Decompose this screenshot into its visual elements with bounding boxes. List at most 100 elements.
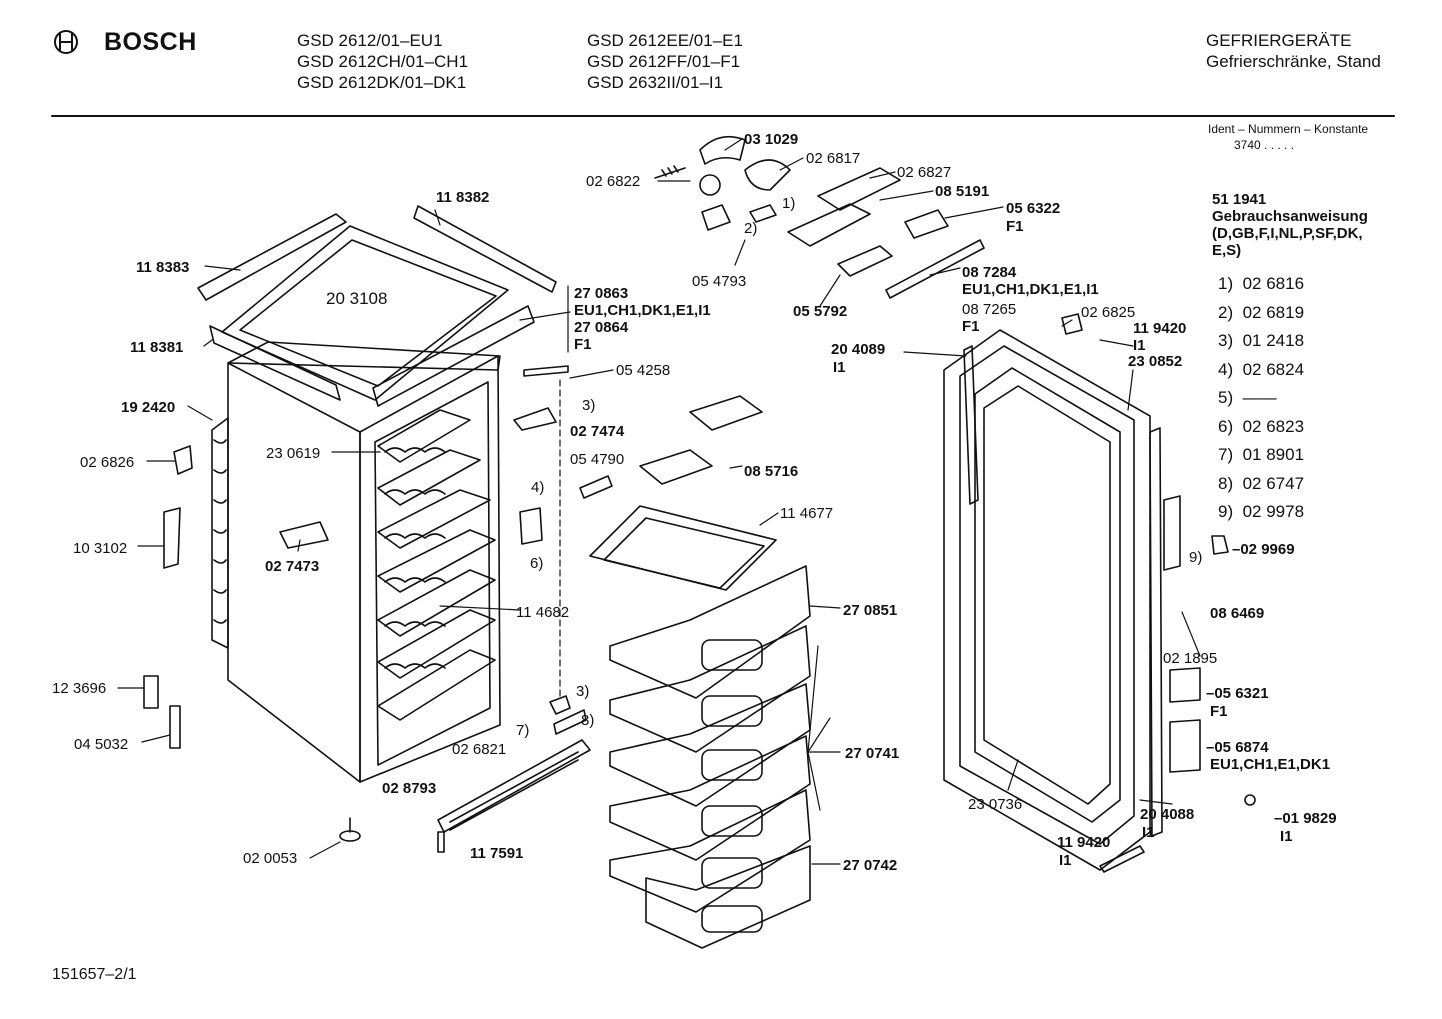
part-label: –05 6874 xyxy=(1206,739,1269,756)
part-label: 08 5191 xyxy=(935,183,990,200)
top-panel-inner xyxy=(239,239,497,387)
part-label: 11 8383 xyxy=(136,259,190,276)
part-label: 20 3108 xyxy=(326,289,388,308)
footnote-ref: 3) xyxy=(582,397,596,414)
model-1: GSD 2612/01–EU1 xyxy=(297,31,443,50)
manual-title: Gebrauchsanweisung xyxy=(1212,208,1368,225)
model-6: GSD 2632II/01–I1 xyxy=(587,73,724,92)
part-label: 05 4258 xyxy=(616,362,671,379)
manual-block: 51 1941 Gebrauchsanweisung (D,GB,F,I,NL,… xyxy=(1212,191,1368,259)
footnote-row: 7) 01 8901 xyxy=(1218,445,1305,464)
category-block: GEFRIERGERÄTE Gefrierschränke, Stand xyxy=(1206,30,1381,72)
part-variant-label: F1 xyxy=(1210,703,1228,720)
footnote-row: 6) 02 6823 xyxy=(1218,416,1305,436)
part-label: 08 7265 xyxy=(962,301,1017,318)
part-label: 20 4088 xyxy=(1140,806,1195,823)
part-label: 20 4089 xyxy=(831,341,886,358)
part-label: 23 0736 xyxy=(968,796,1023,813)
part-label: 02 6826 xyxy=(80,454,135,471)
part-label: 23 0619 xyxy=(266,445,321,462)
document-number: 151657–2/1 xyxy=(52,966,137,983)
part-variant-label: I1 xyxy=(833,359,846,376)
part-label: –05 6321 xyxy=(1206,685,1269,702)
part-label: 27 0741 xyxy=(845,745,900,762)
footnote-ref: 9) xyxy=(1189,549,1203,566)
part-label: 11 4677 xyxy=(780,505,834,522)
brand-name: BOSCH xyxy=(104,28,197,56)
right-top-rail xyxy=(413,205,557,293)
part-variant-label: EU1,CH1,DK1,E1,I1 xyxy=(574,302,711,319)
footnote-row: 1) 02 6816 xyxy=(1218,274,1305,293)
top-front-strip xyxy=(372,305,535,407)
leader-lines xyxy=(117,138,1201,865)
part-variant-label: F1 xyxy=(1006,218,1024,235)
cabinet-top-edge xyxy=(227,341,501,371)
adjustable-foot xyxy=(339,817,361,842)
ident-label: Ident – Nummern – Konstante xyxy=(1208,122,1369,136)
part-label: 11 9420 xyxy=(1057,834,1111,851)
part-label: 27 0864 xyxy=(574,319,629,336)
part-label: 04 5032 xyxy=(74,736,129,753)
footnote-ref: 6) xyxy=(530,555,544,572)
manual-number: 51 1941 xyxy=(1212,191,1267,208)
part-label: 02 7473 xyxy=(265,558,320,575)
ident-value: 3740 . . . . . xyxy=(1234,138,1295,152)
footnote-row: 3) 01 2418 xyxy=(1218,331,1305,350)
manual-languages-1: (D,GB,F,I,NL,P,SF,DK, xyxy=(1212,225,1363,242)
part-variant-label: I1 xyxy=(1280,828,1293,845)
freezer-cabinet xyxy=(197,205,557,842)
model-list-2: GSD 2612EE/01–E1 GSD 2612FF/01–F1 GSD 26… xyxy=(587,30,743,93)
footnote-row: 5) —— xyxy=(1218,388,1277,407)
footnote-ref: 2) xyxy=(744,220,758,237)
cabinet-opening xyxy=(374,381,491,766)
category-subtitle: Gefrierschränke, Stand xyxy=(1206,52,1381,71)
drawers xyxy=(589,505,811,949)
part-label: 05 6322 xyxy=(1006,200,1061,217)
part-label: 08 5716 xyxy=(744,463,799,480)
part-label: 12 3696 xyxy=(52,680,107,697)
part-label: 11 8382 xyxy=(436,189,490,206)
part-label: 05 4790 xyxy=(570,451,625,468)
part-label: 05 5792 xyxy=(793,303,848,320)
manual-languages-2: E,S) xyxy=(1212,242,1242,259)
model-2: GSD 2612CH/01–CH1 xyxy=(297,52,469,71)
part-label: –01 9829 xyxy=(1274,810,1337,827)
part-label: 02 6827 xyxy=(897,164,952,181)
part-label: 27 0742 xyxy=(843,857,898,874)
model-3: GSD 2612DK/01–DK1 xyxy=(297,73,467,92)
footnote-ref: 3) xyxy=(576,683,590,700)
footnote-ref: 1) xyxy=(782,195,796,212)
part-label: 27 0863 xyxy=(574,285,629,302)
part-label: 10 3102 xyxy=(73,540,128,557)
part-variant-label: I1 xyxy=(1133,337,1146,354)
small-parts xyxy=(143,135,1256,806)
part-label: 02 7474 xyxy=(570,423,625,440)
part-label: 11 7591 xyxy=(470,845,524,862)
model-4: GSD 2612EE/01–E1 xyxy=(587,31,743,50)
part-label: 11 4682 xyxy=(516,604,570,621)
part-variant-label: EU1,CH1,E1,DK1 xyxy=(1210,756,1331,773)
part-label: 05 4793 xyxy=(692,273,747,290)
model-5: GSD 2612FF/01–F1 xyxy=(587,52,741,71)
bosch-logo-icon xyxy=(54,30,78,54)
part-label: 02 8793 xyxy=(382,780,437,797)
footnote-row: 2) 02 6819 xyxy=(1218,302,1305,322)
part-label: 02 6825 xyxy=(1081,304,1136,321)
model-list-1: GSD 2612/01–EU1 GSD 2612CH/01–CH1 GSD 26… xyxy=(297,30,468,93)
part-label: 11 9420 xyxy=(1133,320,1187,337)
part-variant-label: EU1,CH1,DK1,E1,I1 xyxy=(962,281,1099,298)
evaporator-shelves xyxy=(377,409,496,721)
part-label: 02 0053 xyxy=(243,850,298,867)
footnote-row: 4) 02 6824 xyxy=(1218,359,1305,379)
part-label: 02 6817 xyxy=(806,150,861,167)
ventilation-grille xyxy=(437,739,591,853)
part-label: 02 6821 xyxy=(452,741,507,758)
category-title: GEFRIERGERÄTE xyxy=(1206,31,1352,50)
part-label: 08 6469 xyxy=(1210,605,1265,622)
part-label: –02 9969 xyxy=(1232,541,1295,558)
part-label: 23 0852 xyxy=(1128,353,1183,370)
part-label: 08 7284 xyxy=(962,264,1017,281)
part-label: 27 0851 xyxy=(843,602,898,619)
footnote-ref: 7) xyxy=(516,722,530,739)
